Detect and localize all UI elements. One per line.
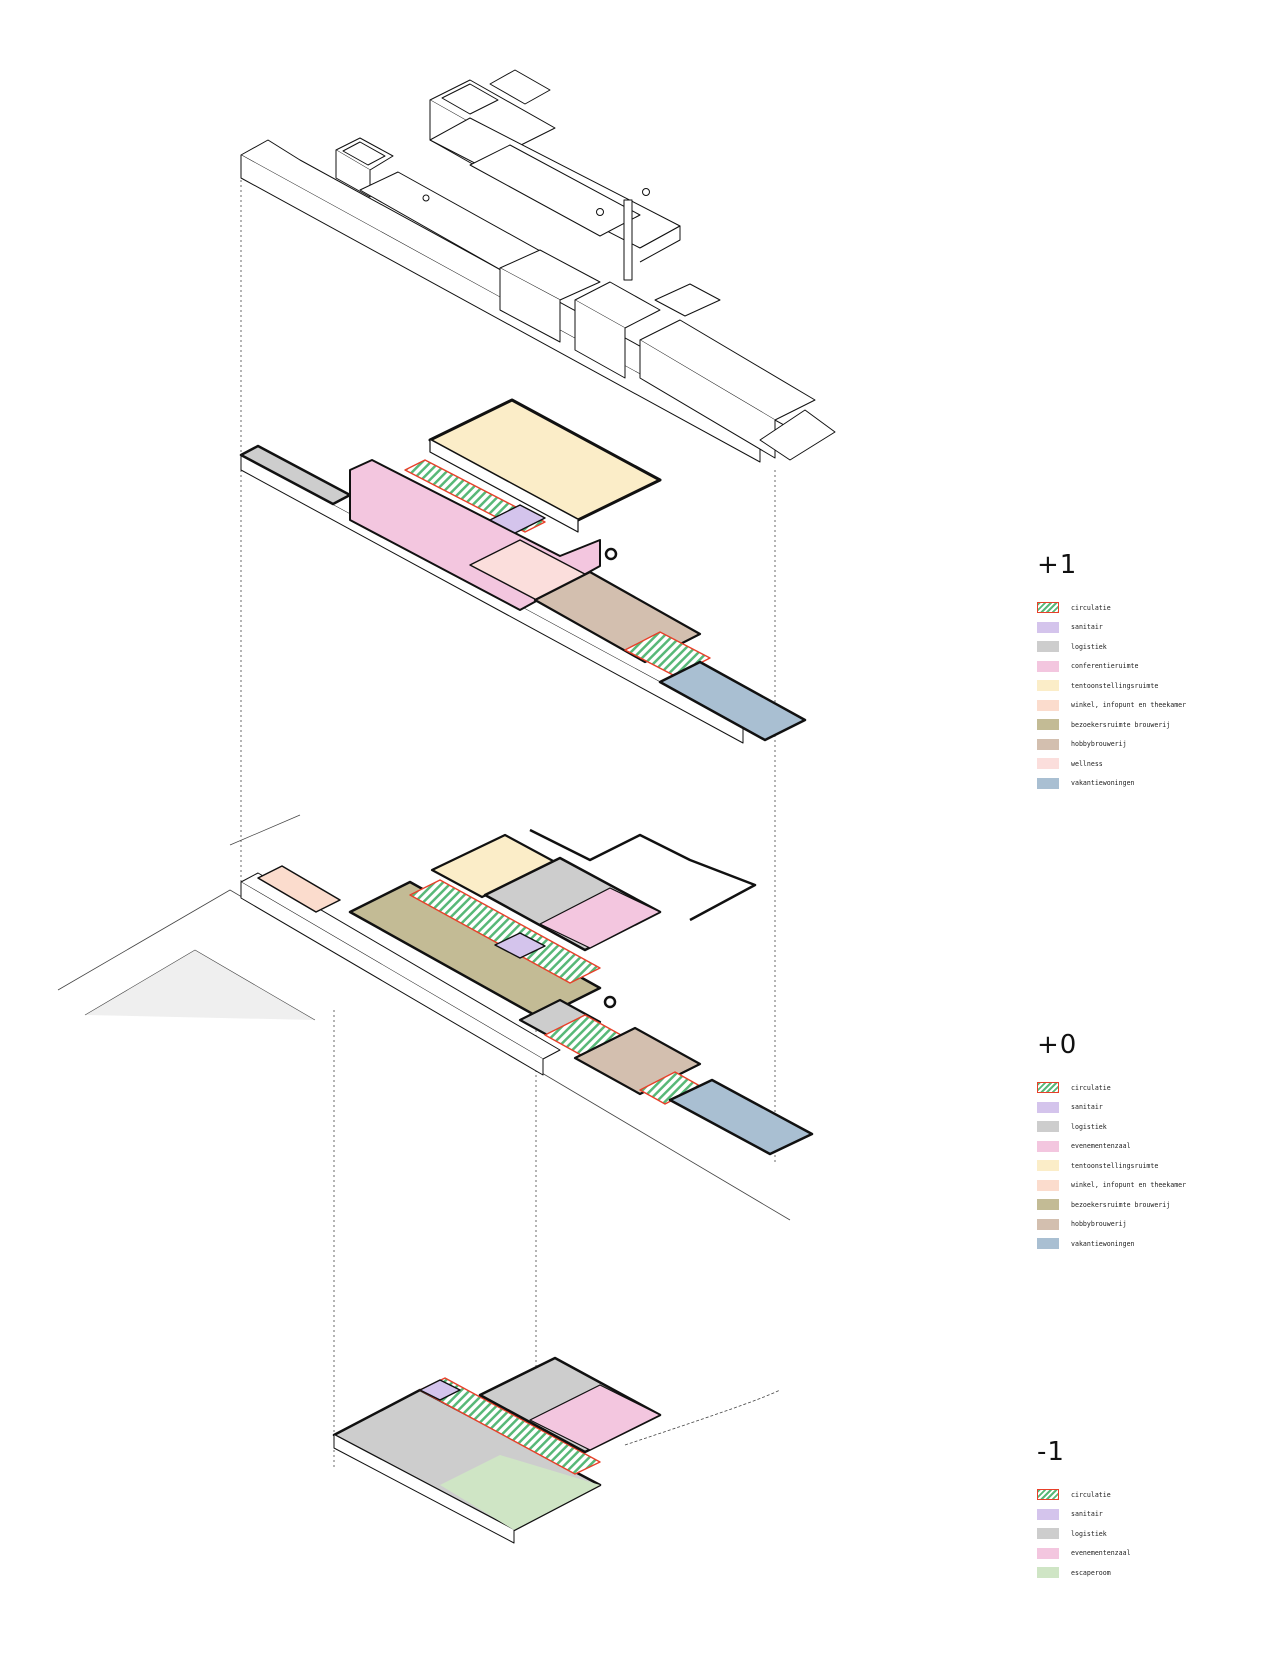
legend-swatch xyxy=(1037,1489,1059,1501)
legend-item: sanitair xyxy=(1037,618,1186,638)
legend-swatch xyxy=(1037,1528,1059,1540)
legend-label: logistiek xyxy=(1071,1529,1107,1538)
legend-item: logistiek xyxy=(1037,1524,1131,1544)
legend-item: hobbybrouwerij xyxy=(1037,1215,1186,1235)
legend-swatch xyxy=(1037,660,1059,672)
legend-label: tentoonstellingsruimte xyxy=(1071,1161,1159,1170)
legend-item: wellness xyxy=(1037,754,1186,774)
legend-label: circulatie xyxy=(1071,603,1111,612)
legend-swatch xyxy=(1037,1238,1059,1250)
legend-label: sanitair xyxy=(1071,623,1103,632)
legend-label: logistiek xyxy=(1071,642,1107,651)
legend-label: tentoonstellingsruimte xyxy=(1071,681,1159,690)
legend-label: vakantiewoningen xyxy=(1071,779,1135,788)
legend-item: vakantiewoningen xyxy=(1037,774,1186,794)
legend-label: winkel, infopunt en theekamer xyxy=(1071,701,1187,710)
legend-label: circulatie xyxy=(1071,1083,1111,1092)
legend-swatch xyxy=(1037,680,1059,692)
legend-label: bezoekersruimte brouwerij xyxy=(1071,1200,1171,1209)
legend-level-minus1: -1 circulatie sanitair logistiek evenemente… xyxy=(1037,1437,1131,1583)
legend-swatch xyxy=(1037,1140,1059,1152)
legend-swatch xyxy=(1037,777,1059,789)
legend-title: +0 xyxy=(1037,1030,1078,1060)
legend-swatch xyxy=(1037,1218,1059,1230)
level-0-drawing xyxy=(57,814,814,1221)
legend-label: hobbybrouwerij xyxy=(1071,1220,1127,1229)
legend-swatch xyxy=(1037,641,1059,653)
legend-label: winkel, infopunt en theekamer xyxy=(1071,1181,1187,1190)
legend-swatch xyxy=(1037,719,1059,731)
legend-item: bezoekersruimte brouwerij xyxy=(1037,1195,1186,1215)
legend-swatch xyxy=(1037,1160,1059,1172)
legend-item: conferentieruimte xyxy=(1037,657,1186,677)
legend-swatch xyxy=(1037,1567,1059,1579)
legend-label: sanitair xyxy=(1071,1510,1103,1519)
legend-swatch xyxy=(1037,738,1059,750)
legend-label: vakantiewoningen xyxy=(1071,1239,1135,1248)
legend-label: circulatie xyxy=(1071,1490,1111,1499)
legend-item: sanitair xyxy=(1037,1505,1131,1525)
legend-title: +1 xyxy=(1037,550,1078,580)
legend-label: escaperoom xyxy=(1071,1568,1111,1577)
legend-item: vakantiewoningen xyxy=(1037,1234,1186,1254)
legend-item: escaperoom xyxy=(1037,1563,1131,1583)
level-minus1-drawing xyxy=(332,1356,781,1544)
legend-swatch xyxy=(1037,1082,1059,1094)
legend-label: logistiek xyxy=(1071,1122,1107,1131)
legend-item: evenementenzaal xyxy=(1037,1544,1131,1564)
legend-item: logistiek xyxy=(1037,637,1186,657)
legend-item: hobbybrouwerij xyxy=(1037,735,1186,755)
legend-swatch xyxy=(1037,1121,1059,1133)
legend-item: winkel, infopunt en theekamer xyxy=(1037,1176,1186,1196)
legend-item: sanitair xyxy=(1037,1098,1186,1118)
legend-level-0: +0 circulatie sanitair logistiek evenemente… xyxy=(1037,1030,1186,1254)
legend-swatch xyxy=(1037,602,1059,614)
legend-item: tentoonstellingsruimte xyxy=(1037,676,1186,696)
legend-item: circulatie xyxy=(1037,598,1186,618)
legend-item: bezoekersruimte brouwerij xyxy=(1037,715,1186,735)
legend-label: bezoekersruimte brouwerij xyxy=(1071,720,1171,729)
legend-title: -1 xyxy=(1037,1437,1065,1467)
legend-swatch xyxy=(1037,1101,1059,1113)
legend-swatch xyxy=(1037,1179,1059,1191)
legend-label: evenementenzaal xyxy=(1071,1142,1131,1151)
legend-item: winkel, infopunt en theekamer xyxy=(1037,696,1186,716)
legend-item: logistiek xyxy=(1037,1117,1186,1137)
legend-label: evenementenzaal xyxy=(1071,1549,1131,1558)
legend-label: conferentieruimte xyxy=(1071,662,1139,671)
legend-swatch xyxy=(1037,1547,1059,1559)
legend-level-plus1: +1 circulatie sanitair logistiek conferenti… xyxy=(1037,550,1186,793)
legend-swatch xyxy=(1037,1199,1059,1211)
legend-item: circulatie xyxy=(1037,1485,1131,1505)
legend-item: tentoonstellingsruimte xyxy=(1037,1156,1186,1176)
legend-item: circulatie xyxy=(1037,1078,1186,1098)
legend-swatch xyxy=(1037,1508,1059,1520)
legend-label: wellness xyxy=(1071,759,1103,768)
projection-guides xyxy=(240,160,776,1520)
legend-swatch xyxy=(1037,758,1059,770)
legend-item: evenementenzaal xyxy=(1037,1137,1186,1157)
legend-label: hobbybrouwerij xyxy=(1071,740,1127,749)
legend-swatch xyxy=(1037,621,1059,633)
roof-level-drawing xyxy=(240,69,836,463)
legend-label: sanitair xyxy=(1071,1103,1103,1112)
level-plus1-drawing xyxy=(239,398,807,744)
legend-swatch xyxy=(1037,699,1059,711)
